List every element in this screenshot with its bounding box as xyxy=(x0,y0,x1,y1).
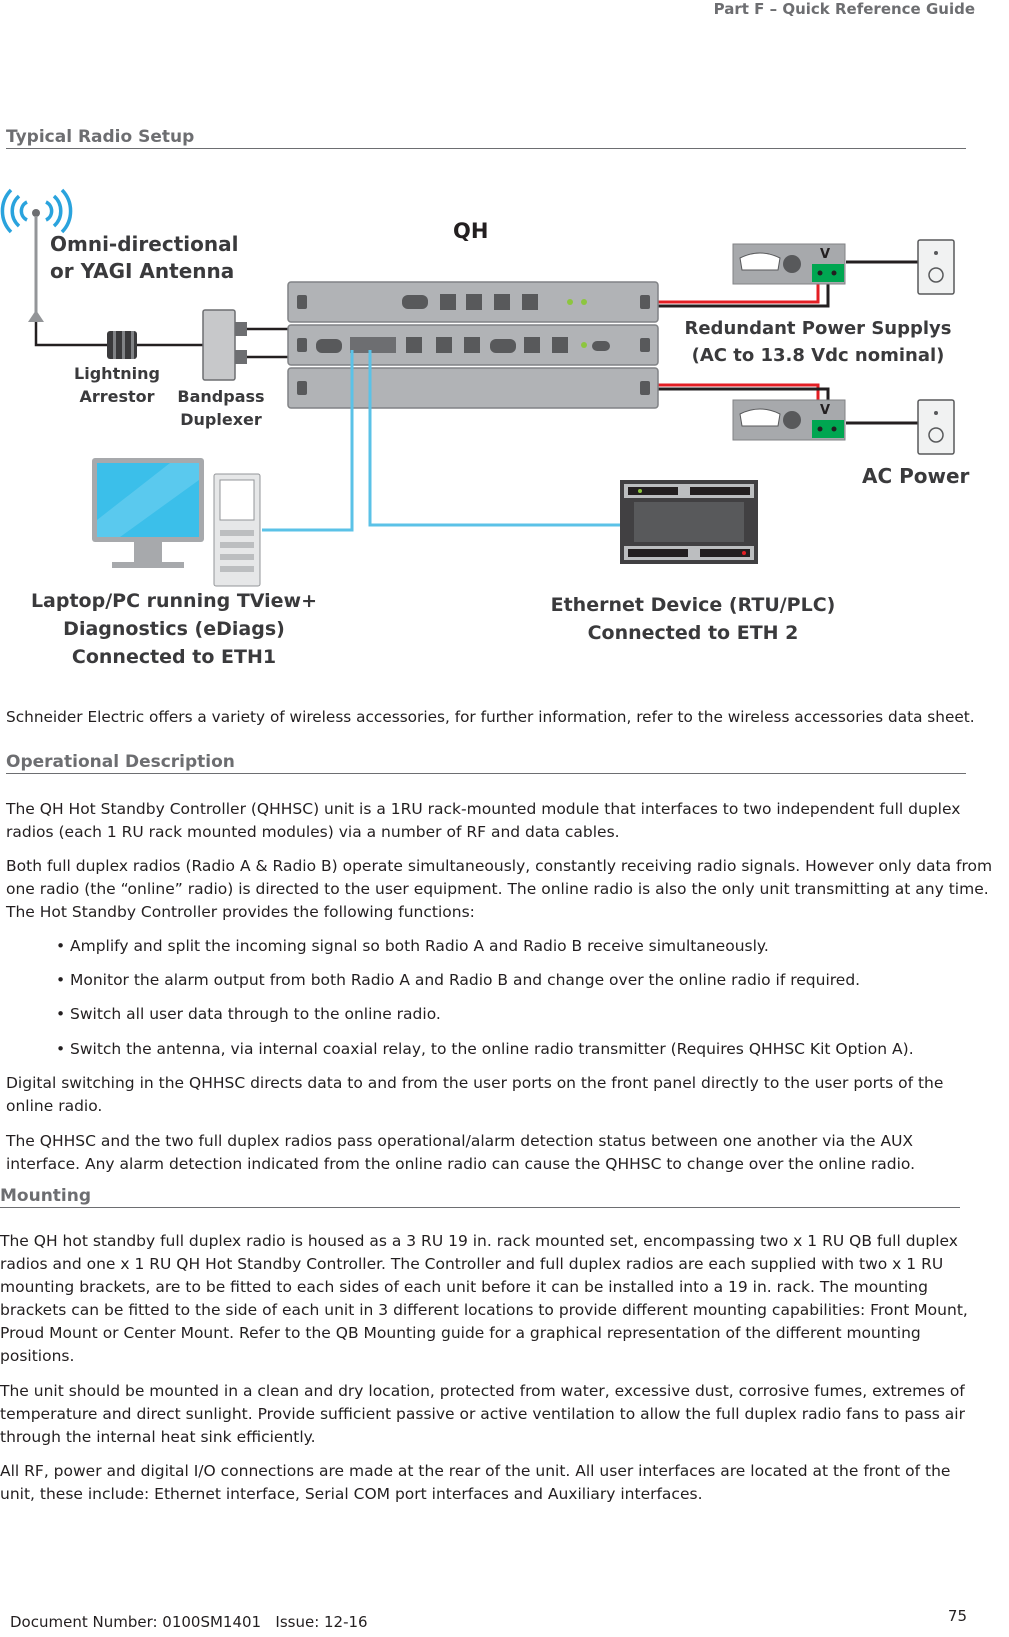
mount-para-1-line-3: mounting brackets, are to be fitted to e… xyxy=(0,1278,928,1296)
bullet-text: Switch the antenna, via internal coaxial… xyxy=(70,1040,914,1058)
radio-setup-diagram: Omni-directional or YAGI Antenna Lightni… xyxy=(0,188,970,668)
duplexer-label-1: Bandpass xyxy=(177,387,264,406)
mount-para-2-line-2: temperature and direct sunlight. Provide… xyxy=(0,1405,965,1423)
computer-icon xyxy=(92,458,261,587)
ac-outlet-2-icon xyxy=(917,399,955,455)
op-para-1-line-2: radios (each 1 RU rack mounted modules) … xyxy=(6,823,620,841)
mount-para-1-line-1: The QH hot standby full duplex radio is … xyxy=(0,1232,958,1250)
mount-para-1-line-4: brackets can be fitted to the side of ea… xyxy=(0,1301,968,1319)
ac-outlet-1-icon xyxy=(917,239,955,295)
op-para-4-line-1: The QHHSC and the two full duplex radios… xyxy=(6,1132,914,1150)
arrestor-label-1: Lightning xyxy=(74,364,160,383)
op-para-3-line-2: online radio. xyxy=(6,1097,103,1115)
qh-rack xyxy=(287,281,659,409)
bullet-text: Switch all user data through to the onli… xyxy=(70,1005,441,1023)
op-para-4-line-2: interface. Any alarm detection indicated… xyxy=(6,1155,916,1173)
antenna-label-2: or YAGI Antenna xyxy=(50,259,234,283)
mount-para-2-line-1: The unit should be mounted in a clean an… xyxy=(0,1382,965,1400)
section-title-operational: Operational Description xyxy=(6,752,966,774)
mount-para-1-line-6: positions. xyxy=(0,1347,75,1365)
psu-label-2: (AC to 13.8 Vdc nominal) xyxy=(692,345,945,366)
section-title-setup: Typical Radio Setup xyxy=(6,127,966,149)
bullet-item: •Amplify and split the incoming signal s… xyxy=(56,937,769,955)
mount-para-1-line-2: radios and one x 1 RU QH Hot Standby Con… xyxy=(0,1255,944,1273)
eth-label-1: Ethernet Device (RTU/PLC) xyxy=(551,594,836,616)
op-para-1-line-1: The QH Hot Standby Controller (QHHSC) un… xyxy=(6,800,961,818)
bullet-text: Monitor the alarm output from both Radio… xyxy=(70,971,861,989)
antenna-tip-icon xyxy=(32,209,40,217)
duplexer-label-2: Duplexer xyxy=(180,410,262,429)
mount-para-3-line-1: All RF, power and digital I/O connection… xyxy=(0,1462,951,1480)
antenna-label-1: Omni-directional xyxy=(50,232,238,256)
psu1-v-label: V xyxy=(820,247,830,262)
mount-para-3-line-2: unit, these include: Ethernet interface,… xyxy=(0,1485,703,1503)
power-supply-1: V xyxy=(732,243,846,285)
bullet-item: •Monitor the alarm output from both Radi… xyxy=(56,971,861,989)
psu-label-1: Redundant Power Supplys xyxy=(684,318,951,339)
pc-label-3: Connected to ETH1 xyxy=(72,646,276,668)
antenna-base-icon xyxy=(28,310,44,322)
op-para-2-line-3: The Hot Standby Controller provides the … xyxy=(6,903,475,921)
arrestor-label-2: Arrestor xyxy=(79,387,154,406)
pc-label-1: Laptop/PC running TView+ xyxy=(31,590,317,612)
power-supply-2: V xyxy=(732,399,846,441)
eth-label-2: Connected to ETH 2 xyxy=(588,622,799,644)
qh-label: QH xyxy=(453,219,488,243)
mount-para-1-line-5: Proud Mount or Center Mount. Refer to th… xyxy=(0,1324,921,1342)
page-number: 75 xyxy=(947,1607,967,1625)
mount-para-2-line-3: through the internal heat sink efficient… xyxy=(0,1428,316,1446)
pc-label-2: Diagnostics (eDiags) xyxy=(63,618,285,640)
antenna-signal-icon xyxy=(0,188,73,234)
psu2-v-label: V xyxy=(820,403,830,418)
document-number: Document Number: 0100SM1401 Issue: 12-16 xyxy=(10,1613,368,1631)
rtu-plc-icon xyxy=(620,480,758,564)
page-header: Part F – Quick Reference Guide xyxy=(713,0,975,18)
section-title-mounting: Mounting xyxy=(0,1186,960,1208)
accessories-note: Schneider Electric offers a variety of w… xyxy=(6,708,975,726)
op-para-2-line-2: one radio (the “online” radio) is direct… xyxy=(6,880,989,898)
bullet-item: •Switch the antenna, via internal coaxia… xyxy=(56,1040,914,1058)
op-para-2-line-1: Both full duplex radios (Radio A & Radio… xyxy=(6,857,993,875)
bullet-item: •Switch all user data through to the onl… xyxy=(56,1005,441,1023)
ac-power-label: AC Power xyxy=(862,464,970,488)
bullet-text: Amplify and split the incoming signal so… xyxy=(70,937,769,955)
antenna-coax xyxy=(34,322,205,347)
bandpass-duplexer-icon xyxy=(202,309,236,381)
op-para-3-line-1: Digital switching in the QHHSC directs d… xyxy=(6,1074,944,1092)
